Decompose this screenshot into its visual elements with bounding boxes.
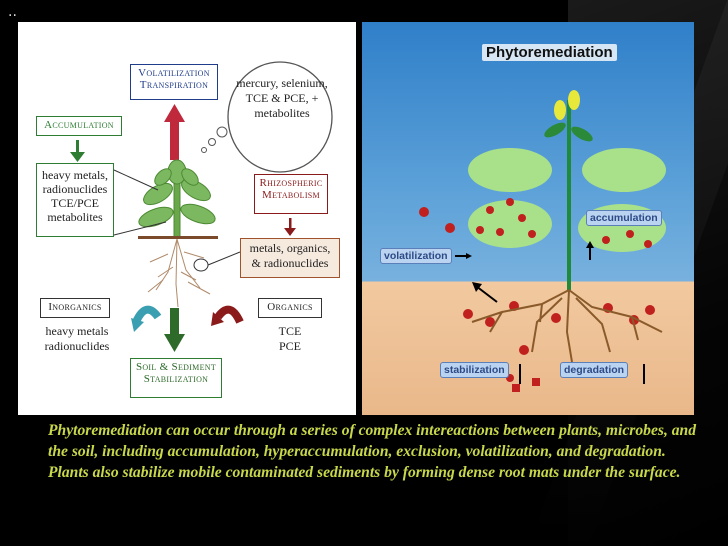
accumulation-arrowhead	[586, 241, 594, 248]
inorganic-curved-arrow	[132, 305, 162, 324]
rhizo-list-box: metals, organics, & radionuclides	[240, 238, 340, 278]
thought-bubble-dot	[208, 138, 216, 146]
connector-line	[113, 169, 159, 191]
organics-box: Organics	[258, 298, 322, 318]
accumulation-arrow	[70, 140, 85, 162]
organics-title: Organics	[267, 301, 313, 313]
stabilized-square	[512, 384, 520, 392]
rhizo-list: metals, organics, & radionuclides	[249, 241, 331, 270]
plant-stem	[567, 100, 571, 290]
inorganics-list: heavy metals radionuclides	[44, 324, 110, 353]
organic-arrowhead	[211, 312, 224, 326]
organics-list: TCE PCE	[278, 324, 302, 353]
accumulation-list: heavy metals, radionuclides TCE/PCE meta…	[42, 168, 108, 224]
corner-mark: ..	[8, 4, 17, 20]
small-leaf	[544, 122, 566, 138]
volat-label-arrowhead	[466, 253, 472, 259]
leaf	[468, 148, 552, 192]
stabilization-tag: stabilization	[440, 362, 509, 378]
phytoremediation-title: Phytoremediation	[482, 44, 617, 61]
inorganics-box: Inorganics	[40, 298, 110, 318]
roots	[147, 238, 211, 308]
cloud-text: mercury, selenium, TCE & PCE, + metaboli…	[236, 76, 328, 120]
small-leaf	[571, 126, 593, 142]
leaf	[582, 148, 666, 192]
roots	[471, 289, 663, 363]
plant	[138, 159, 216, 239]
left-diagram-graphics	[70, 61, 333, 352]
leaf	[468, 200, 552, 248]
stabilization-arrow	[164, 308, 185, 352]
flower-bud	[554, 100, 566, 120]
accumulation-box: Accumulation	[36, 116, 122, 136]
soil-line	[138, 236, 218, 239]
volatilization-box: Volatilization Transpiration	[130, 64, 218, 100]
connector-line	[113, 221, 167, 236]
inorganic-arrowhead	[131, 318, 144, 332]
left-diagram: Volatilization Transpiration mercury, se…	[18, 22, 356, 415]
accumulation-list-box: heavy metals, radionuclides TCE/PCE meta…	[36, 163, 114, 237]
volatilization-arrow	[164, 104, 185, 160]
rhizospheric-label: Rhizospheric Metabolism	[259, 177, 323, 201]
right-diagram: Phytoremediation accumulation volatiliza…	[362, 22, 694, 415]
rhizospheric-box: Rhizospheric Metabolism	[254, 174, 328, 214]
thought-bubble-dot	[216, 126, 228, 138]
volatilization-label: Volatilization Transpiration	[138, 67, 210, 91]
soil-stabilization-label: Soil & Sediment Stabilization	[135, 361, 217, 385]
volatilization-arrowhead	[472, 282, 482, 292]
degradation-tag: degradation	[560, 362, 629, 378]
accumulation-tag: accumulation	[586, 210, 662, 226]
volatilization-arrow	[475, 285, 498, 303]
stabilized-square	[532, 378, 540, 386]
accumulation-label: Accumulation	[44, 119, 114, 131]
thought-bubble-dot	[201, 147, 207, 153]
flower-bud	[568, 90, 580, 110]
soil-stabilization-box: Soil & Sediment Stabilization	[130, 358, 222, 398]
cloud-shape	[227, 61, 333, 173]
root-zone-line	[207, 251, 241, 266]
rhizo-arrow	[284, 218, 296, 236]
inorganics-title: Inorganics	[48, 301, 102, 313]
volatilization-tag: volatilization	[380, 248, 452, 264]
root-zone-circle	[193, 258, 209, 272]
caption: Phytoremediation can occur through a ser…	[48, 422, 697, 481]
organic-curved-arrow	[214, 305, 244, 324]
